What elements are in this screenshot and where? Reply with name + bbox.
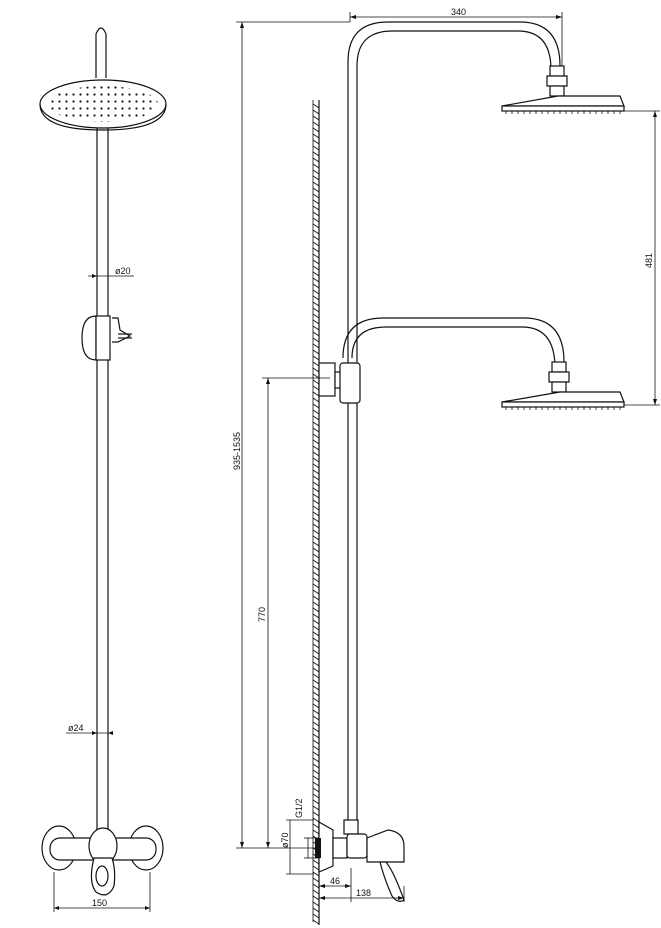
front-slider-bracket <box>81 315 132 361</box>
dim-label-inlet: G1/2 <box>294 798 304 818</box>
lower-shower-arm <box>342 317 570 393</box>
wall-bracket <box>318 362 361 404</box>
wall-section <box>312 100 320 925</box>
dim-label-height-range: 935-1535 <box>232 432 242 470</box>
side-mixer <box>315 819 405 902</box>
dim-height-range: 935-1535 <box>232 21 350 849</box>
dim-bracket-height: 770 <box>257 377 330 848</box>
front-mixer <box>41 825 164 896</box>
dim-label-mixer-depth: 138 <box>356 888 371 898</box>
upper-shower-arm <box>347 21 568 820</box>
dim-head-drop: 481 <box>600 110 660 406</box>
upper-shower-head <box>501 95 625 114</box>
dim-top-arm: 340 <box>349 7 563 70</box>
dim-pipe-20: ø20 <box>88 266 134 278</box>
dim-label-pipe-20: ø20 <box>115 266 131 276</box>
front-shower-head <box>39 79 167 131</box>
dim-label-mixer-width: 150 <box>92 898 107 908</box>
dim-label-wall-offset: 46 <box>330 876 340 886</box>
side-view: 340 481 <box>232 7 660 925</box>
dim-label-pipe-24: ø24 <box>68 723 84 733</box>
lower-shower-head <box>501 391 625 410</box>
dim-mixer-width: 150 <box>53 872 151 912</box>
front-view: ø20 ø24 <box>39 27 167 912</box>
dim-label-head-drop: 481 <box>644 253 654 268</box>
dim-label-bracket-height: 770 <box>257 607 267 622</box>
dim-inlet: ø70 G1/2 <box>280 798 320 875</box>
dim-mixer-depth: 46 138 <box>318 868 405 902</box>
dim-pipe-24: ø24 <box>66 723 113 735</box>
dim-label-flange: ø70 <box>280 832 290 848</box>
dim-label-top-arm: 340 <box>451 7 466 17</box>
